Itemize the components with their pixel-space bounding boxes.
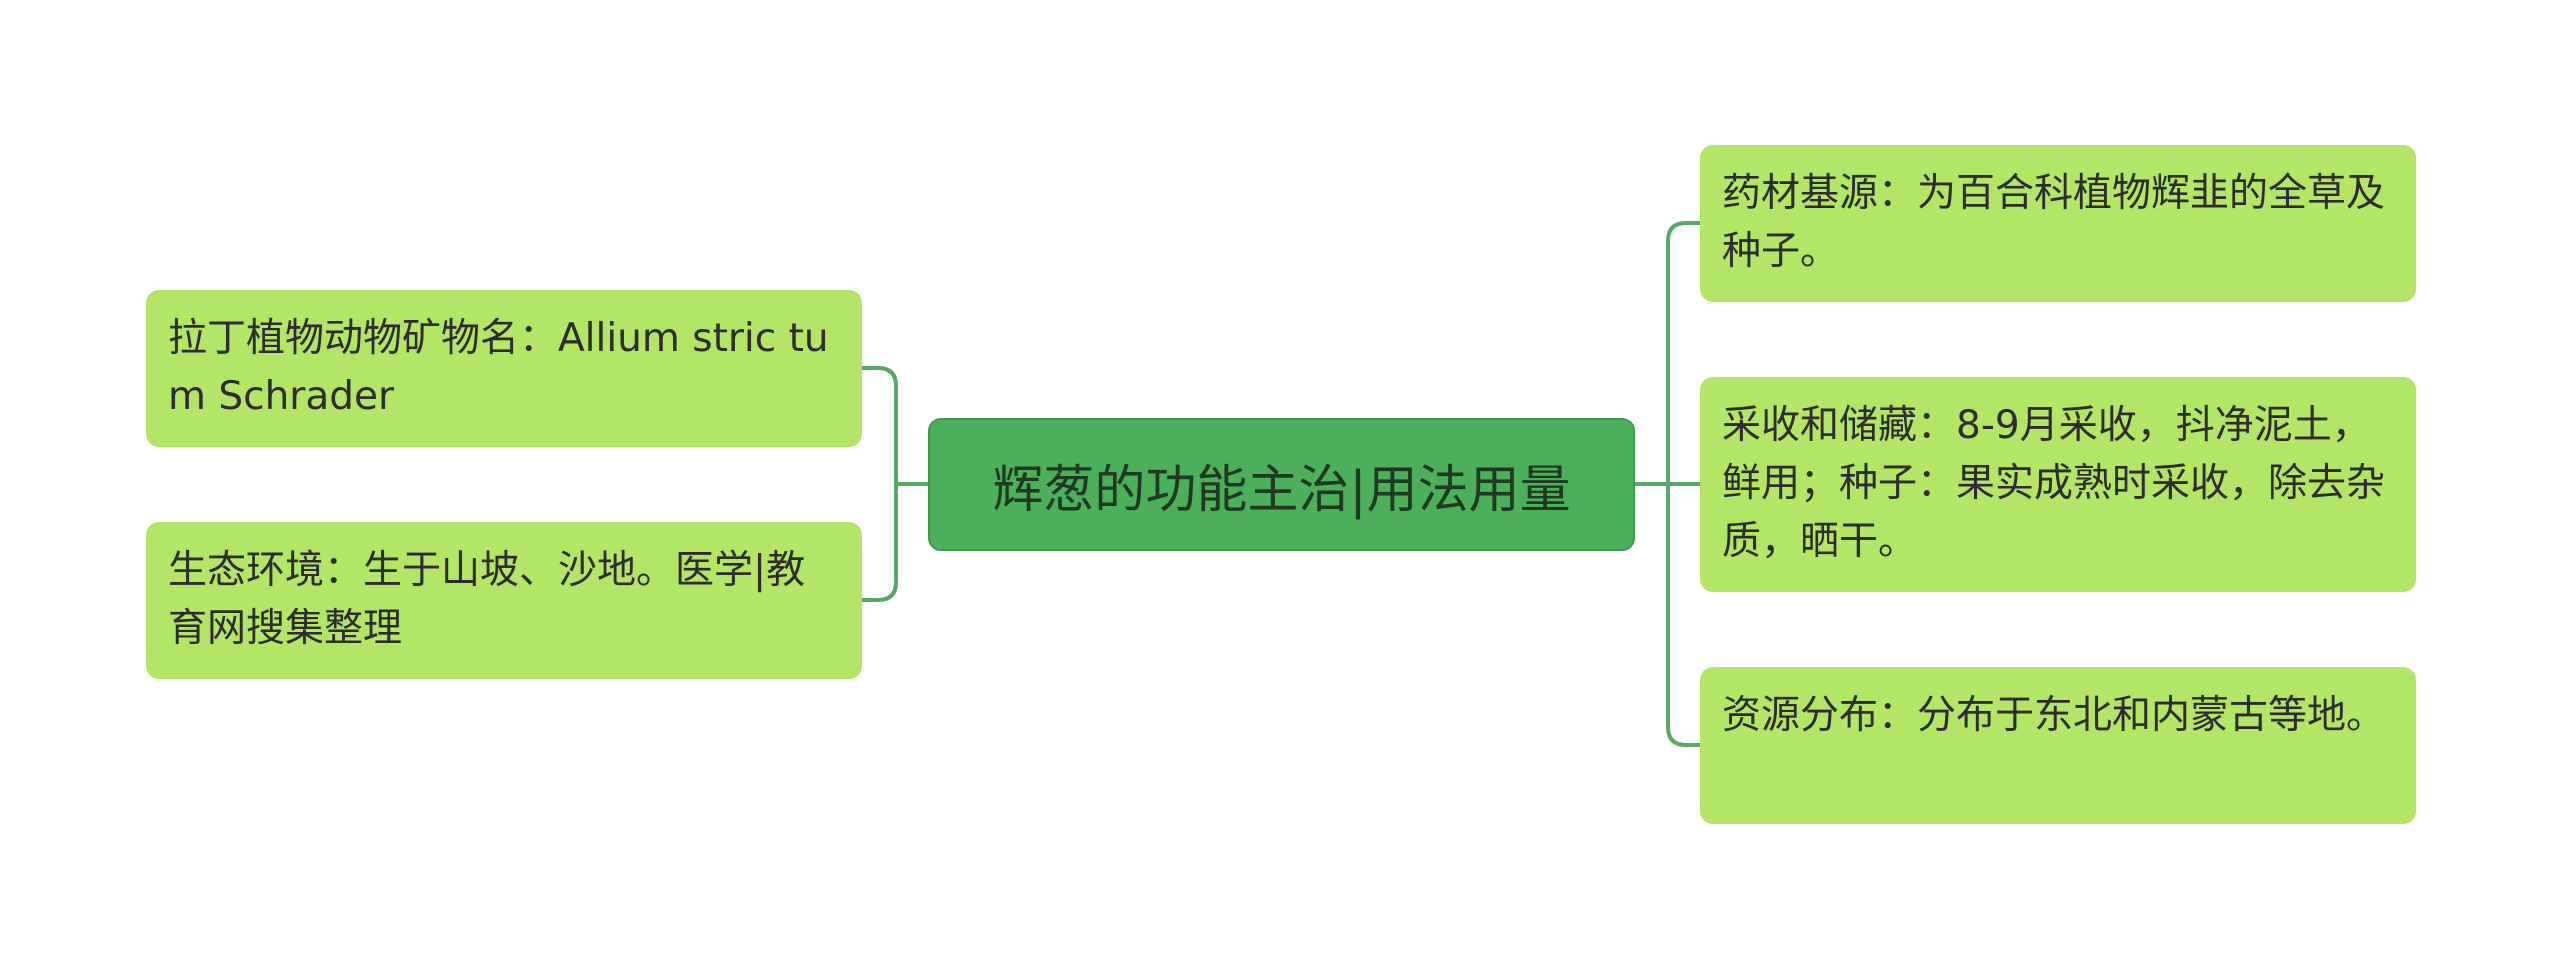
topic-habitat-label: 生态环境：生于山坡、沙地。医学|教育网搜集整理 [168, 548, 806, 651]
topic-latin-name[interactable]: 拉丁植物动物矿物名：Allium stric tum Schrader [146, 290, 862, 447]
topic-distribution[interactable]: 资源分布：分布于东北和内蒙古等地。 [1700, 667, 2416, 824]
connector-left-2 [860, 482, 898, 602]
topic-habitat[interactable]: 生态环境：生于山坡、沙地。医学|教育网搜集整理 [146, 522, 862, 679]
topic-distribution-label: 资源分布：分布于东北和内蒙古等地。 [1722, 693, 2386, 738]
connector-left-1 [860, 366, 898, 486]
connector-right-1 [1666, 221, 1702, 486]
central-topic[interactable]: 辉葱的功能主治|用法用量 [928, 418, 1635, 551]
topic-source-label: 药材基源：为百合科植物辉韭的全草及种子。 [1722, 171, 2386, 274]
topic-harvest-storage[interactable]: 采收和储藏：8-9月采收，抖净泥土，鲜用；种子：果实成熟时采收，除去杂质，晒干。 [1700, 377, 2416, 592]
topic-latin-name-label: 拉丁植物动物矿物名：Allium stric tum Schrader [168, 316, 829, 419]
central-topic-label: 辉葱的功能主治|用法用量 [992, 460, 1571, 520]
topic-source[interactable]: 药材基源：为百合科植物辉韭的全草及种子。 [1700, 145, 2416, 302]
connector-right-3 [1666, 482, 1702, 747]
topic-harvest-storage-label: 采收和储藏：8-9月采收，抖净泥土，鲜用；种子：果实成熟时采收，除去杂质，晒干。 [1722, 403, 2386, 564]
